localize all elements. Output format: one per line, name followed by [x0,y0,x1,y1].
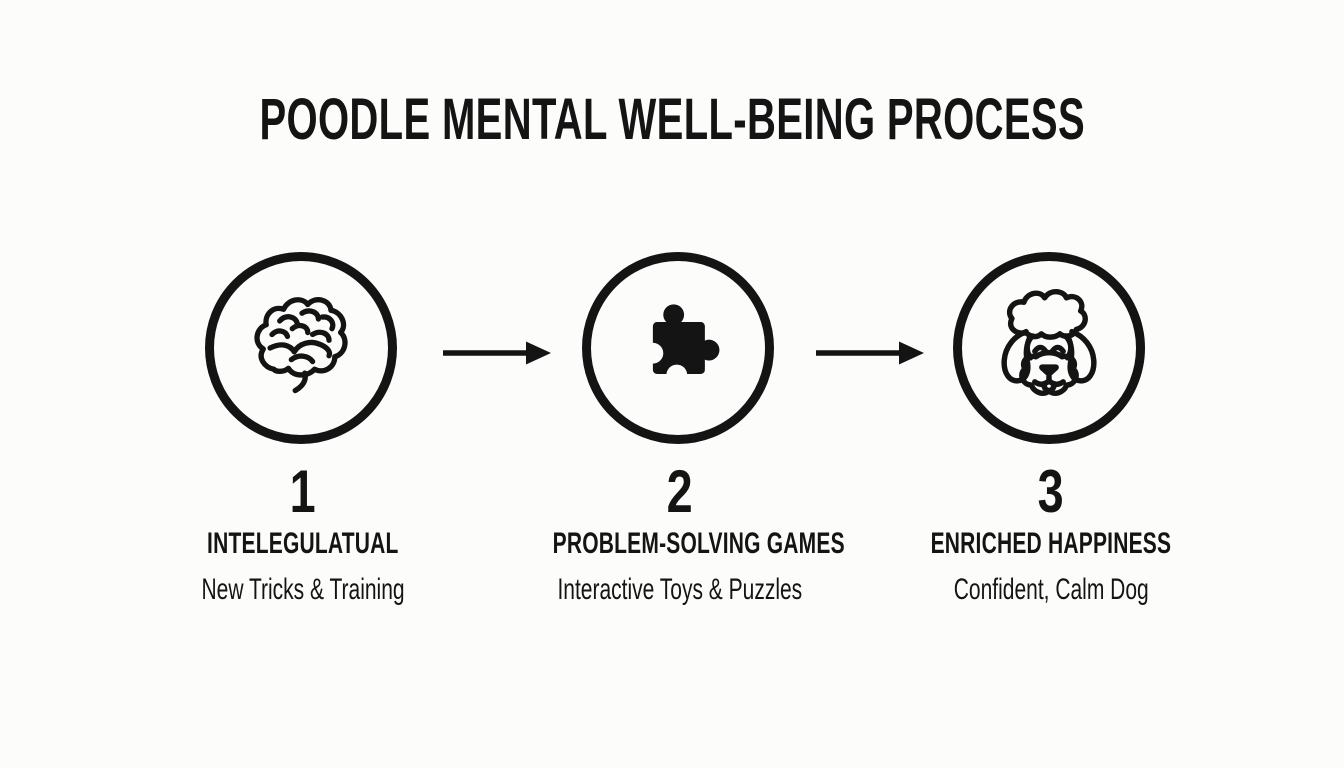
step1-label: INTELEGULATUAL [207,527,399,560]
step3-circle [953,252,1145,444]
step3-text: 3 ENRICHED HAPPINESS Confident, Calm Dog [861,458,1241,606]
page-title-text: POODLE MENTAL WELL-BEING PROCESS [259,87,1085,152]
step1-number: 1 [289,458,317,525]
step2-text: 2 PROBLEM-SOLVING GAMES Interactive Toys… [490,458,870,606]
step3-label: ENRICHED HAPPINESS [930,527,1172,560]
step2-label: PROBLEM-SOLVING GAMES [552,527,845,560]
step1-text: 1 INTELEGULATUAL New Tricks & Training [113,458,493,606]
page-title: POODLE MENTAL WELL-BEING PROCESS [0,91,1344,149]
step1-sublabel: New Tricks & Training [201,573,405,606]
step2-circle [582,252,774,444]
step2-number: 2 [666,458,694,525]
step1-circle [205,252,397,444]
step3-sublabel: Confident, Calm Dog [953,573,1149,606]
puzzle-icon [642,304,720,386]
poodle-icon [1001,288,1097,396]
step3-number: 3 [1037,458,1065,525]
arrow-right-icon [816,341,924,365]
step2-sublabel: Interactive Toys & Puzzles [557,573,803,606]
arrow-right-icon [443,341,551,365]
brain-icon [254,297,348,394]
